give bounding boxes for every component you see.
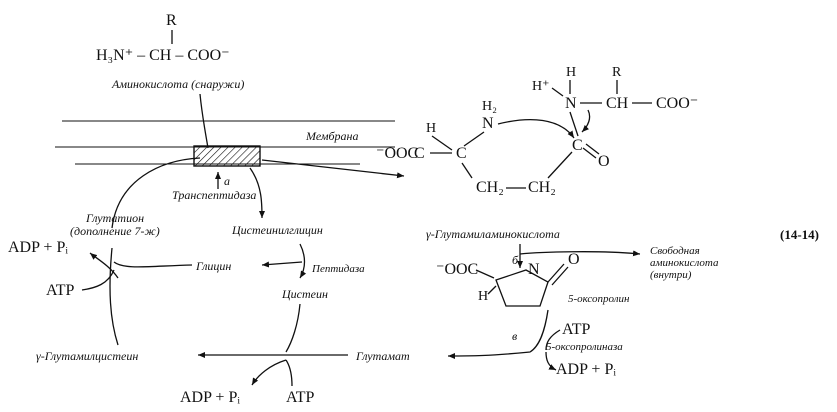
glutathione-label: Глутатион — [85, 211, 144, 225]
alpha-h-label: H — [426, 121, 436, 136]
oxoprolinase-adp-label: ADP + Pᵢ — [556, 361, 616, 378]
amino-acid-outside-caption: Аминокислота (снаружи) — [111, 77, 244, 91]
right-coo-label: COO⁻ — [656, 95, 698, 112]
atp-bottom-label: ATP — [286, 389, 315, 406]
ligation-atp-branch — [285, 359, 293, 387]
ch2-right-label: CH₂ — [528, 179, 556, 196]
amine-bond — [463, 131, 485, 147]
peptidase-arrow — [299, 243, 307, 279]
glutathione-synthesis-atp-branch — [81, 269, 115, 291]
oxoproline-co-bond-2 — [551, 266, 569, 286]
gamma-glutamyl-aa-caption: γ-Глутамиламинокислота — [426, 227, 560, 241]
alpha-h-bond — [431, 135, 453, 151]
adp-pi-top-label: ADP + Pᵢ — [8, 239, 68, 256]
oxoproline-h-bond — [487, 285, 497, 295]
alpha-c-down-bond — [461, 162, 473, 179]
oxoprolinase-adp-branch — [545, 351, 557, 371]
glutathione-to-enzyme-path — [111, 157, 201, 229]
glycine-return-path — [113, 261, 193, 268]
oxoproline-n-label: N — [528, 261, 540, 278]
ammonium-n-label: N — [565, 95, 577, 112]
nucleophilic-attack-arrow — [497, 119, 575, 139]
peptidase-label: Пептидаза — [311, 263, 365, 275]
ligation-adp-branch — [251, 359, 287, 386]
oxoproline-ooc-label: ⁻OOC — [436, 261, 478, 278]
amino-acid-formula: H₃N⁺ – CH – COO⁻ — [96, 47, 230, 64]
free-amino-acid-line-3: (внутри) — [650, 269, 692, 281]
ch2-left-label: CH₂ — [476, 179, 504, 196]
ch2-carbonyl-bond — [547, 151, 573, 179]
transpeptidase-step-label: а — [224, 174, 230, 188]
free-aa-release-arrow — [519, 250, 641, 257]
free-amino-acid-line-2: аминокислота — [650, 257, 719, 269]
oxoprolinase-label: 5-оксопролиназа — [546, 341, 623, 353]
glutamate-label: Глутамат — [355, 349, 410, 363]
gamma-glutamylcysteine-label: γ-Глутамилцистеин — [36, 349, 138, 363]
h-plus-label: H⁺ — [532, 79, 550, 94]
oxoprolinase-atp-branch — [545, 329, 561, 351]
enzyme-to-gamma-glutamyl-arrow — [261, 159, 405, 179]
amine-n-label: N — [482, 115, 494, 132]
left-ooc-label: ⁻OOC — [376, 145, 418, 162]
glutathione-synthesis-path — [109, 247, 119, 346]
transpeptidase-label: Транспептидаза — [172, 188, 256, 202]
nh2-h2-label: H₂ — [482, 99, 497, 114]
membrane-label: Мембрана — [305, 129, 359, 143]
c-o-double-bond-1 — [582, 147, 597, 159]
enzyme-to-cysteinylglycine-arrow — [249, 167, 265, 219]
step-b-label: б — [512, 253, 519, 267]
oxoproline-ooc-bond — [475, 269, 495, 279]
gamma-glutamyl-amino-acid-structure: H⁺ H N CH R COO⁻ H₂ N H ⁻OOC C C CH₂ CH₂… — [376, 65, 698, 241]
c-o-double-bond-2 — [585, 143, 600, 155]
ammonium-h-top-label: H — [566, 65, 576, 80]
glutathione-synthesis-adp-branch — [89, 252, 119, 279]
c-label: C — [414, 145, 425, 162]
oxoproline-h-label: H — [478, 289, 488, 304]
n-c-bond — [569, 111, 579, 137]
free-amino-acid-line-1: Свободная — [650, 245, 700, 257]
cysteine-label: Цистеин — [281, 287, 328, 301]
oxoprolinase-atp-label: ATP — [562, 321, 591, 338]
step-v-label: в — [512, 329, 517, 343]
amino-acid-to-enzyme-path — [199, 93, 209, 149]
atp-left-label: ATP — [46, 282, 75, 299]
carbonyl-o-label: O — [598, 153, 610, 170]
oxoprolinase-path — [447, 309, 549, 359]
glycine-label: Глицин — [195, 259, 231, 273]
cysteine-to-ligation-path — [285, 303, 301, 353]
carbonyl-c-label: C — [572, 137, 583, 154]
oxoproline-ring — [495, 269, 549, 307]
oxoproline-caption: 5-оксопролин — [568, 293, 630, 305]
amino-acid-outside: R H₃N⁺ – CH – COO⁻ Аминокислота (снаружи… — [96, 12, 244, 91]
transpeptidase-box — [193, 145, 261, 167]
cysteinylglycine-label: Цистеинилглицин — [231, 223, 323, 237]
oxoproline-co-bond-1 — [547, 263, 565, 283]
n-h-plus-bond — [551, 87, 564, 97]
alpha-c-label: C — [456, 145, 467, 162]
side-r-label: R — [612, 65, 622, 80]
r-group-label: R — [166, 12, 177, 29]
glycine-release-arrow — [261, 261, 303, 268]
proton-transfer-arrow — [581, 109, 591, 133]
adp-pi-bottom-label: ADP + Pᵢ — [180, 389, 240, 406]
oxoproline-structure: ⁻OOC N H O 5-оксопролин — [436, 251, 630, 307]
glutathione-note: (дополнение 7-ж) — [70, 224, 160, 238]
alpha-ch-label: CH — [606, 95, 629, 112]
equation-number: (14-14) — [780, 227, 819, 242]
oxoproline-o-label: O — [568, 251, 580, 268]
